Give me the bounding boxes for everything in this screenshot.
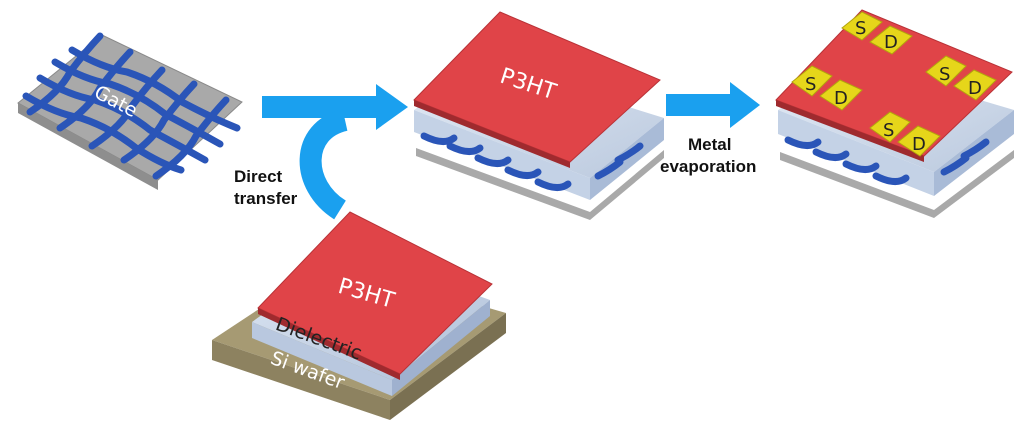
drain-electrode <box>953 69 997 101</box>
stack-dielectric-front <box>414 110 590 200</box>
electrode-pair-bottom: S D <box>869 111 941 157</box>
gate-sheet-edge <box>18 103 158 190</box>
gate-fibers <box>22 32 241 180</box>
source-label: S <box>939 64 950 85</box>
drain-label: D <box>968 78 982 99</box>
source-electrode <box>869 111 911 143</box>
source-wafer-stack: P3HT Dielectric Si wafer <box>212 211 506 420</box>
arrow-metal-evaporation <box>666 82 760 128</box>
final-device-stack: S D S D S D S D <box>775 9 1014 218</box>
gate-mesh: Gate <box>17 32 243 190</box>
direct-transfer-label-2: transfer <box>234 189 298 208</box>
device-gray-sheet <box>780 150 1014 218</box>
source-electrode <box>841 11 883 41</box>
metal-evaporation-label-1: Metal <box>688 135 731 154</box>
source-electrode <box>791 65 833 97</box>
dielectric-front <box>252 322 392 396</box>
drain-electrode <box>897 125 941 157</box>
stack-gray-sheet <box>416 148 664 220</box>
drain-label: D <box>884 32 898 53</box>
drain-electrode <box>869 25 913 55</box>
device-fibers <box>784 136 990 185</box>
arrow-to-p3ht-stack <box>262 84 408 130</box>
electrode-pair-top: S D <box>841 11 913 55</box>
electrode-pair-left: S D <box>791 65 863 111</box>
direct-transfer-label-1: Direct <box>234 167 283 186</box>
si-wafer-front <box>212 340 390 420</box>
dielectric-side <box>392 300 490 396</box>
source-label: S <box>883 120 894 141</box>
drain-label: D <box>834 88 848 109</box>
drain-label: D <box>912 134 926 155</box>
direct-transfer-curve <box>299 109 349 220</box>
metal-evaporation-label-2: evaporation <box>660 157 756 176</box>
source-electrode <box>925 55 967 87</box>
device-p3ht-film <box>775 9 1013 157</box>
source-label: S <box>805 74 816 95</box>
p3ht-bottom-edge <box>258 308 400 380</box>
drain-electrode <box>819 79 863 111</box>
si-wafer-side <box>390 313 506 420</box>
p3ht-on-gate-stack: P3HT <box>413 11 664 220</box>
p3ht-top-edge <box>414 100 570 168</box>
electrode-pair-right: S D <box>925 55 997 101</box>
device-p3ht-edge <box>776 100 924 162</box>
stack-fibers <box>420 132 644 191</box>
device-dielectric-front <box>778 110 934 196</box>
p3ht-top-film <box>413 11 661 163</box>
source-label: S <box>855 18 866 39</box>
